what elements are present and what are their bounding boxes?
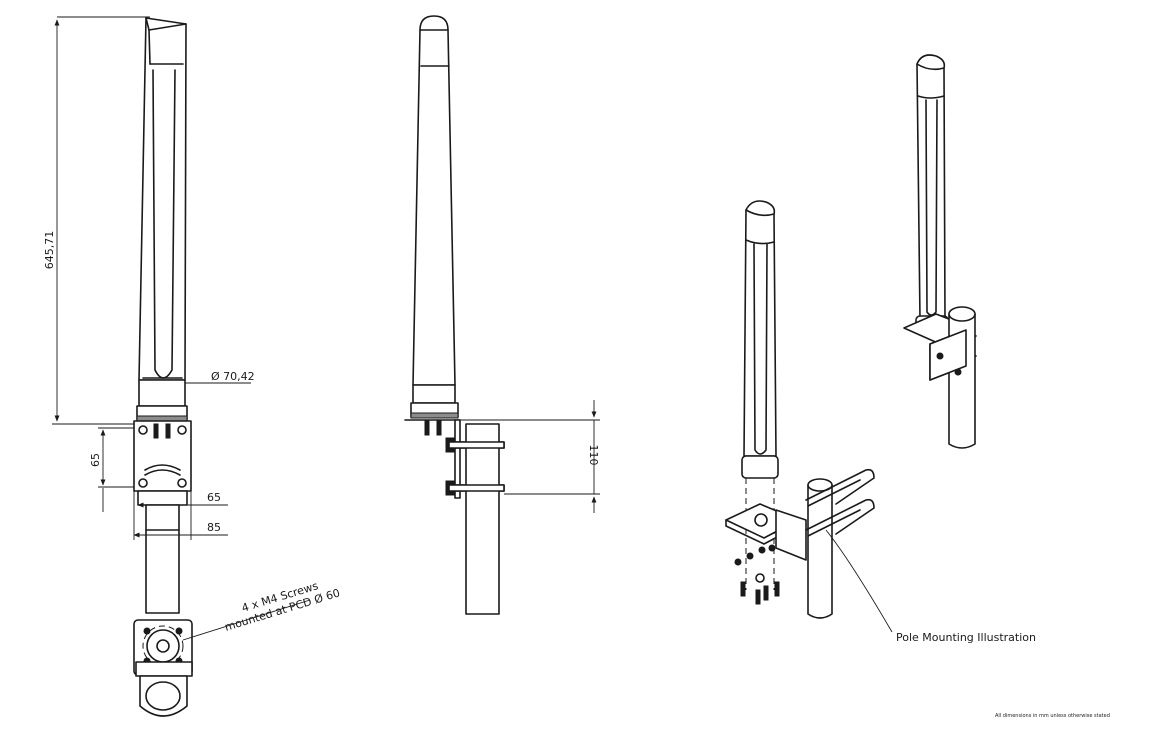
- footer-note: All dimensions in mm unless otherwise st…: [995, 713, 1110, 719]
- assembled-view: [903, 54, 977, 449]
- front-view: [52, 16, 311, 717]
- bracket-inner-width-label: 65: [207, 491, 221, 504]
- diameter-dimension-label: Ø 70,42: [211, 370, 255, 383]
- side-view: [404, 15, 600, 615]
- height-dimension-label: 645,71: [43, 231, 56, 270]
- pole-mounting-label: Pole Mounting Illustration: [896, 631, 1036, 644]
- bracket-height-dimension-label: 65: [89, 453, 102, 467]
- bracket-outer-width-label: 85: [207, 521, 221, 534]
- side-height-dimension-label: 110: [587, 445, 600, 466]
- exploded-view: [725, 200, 893, 633]
